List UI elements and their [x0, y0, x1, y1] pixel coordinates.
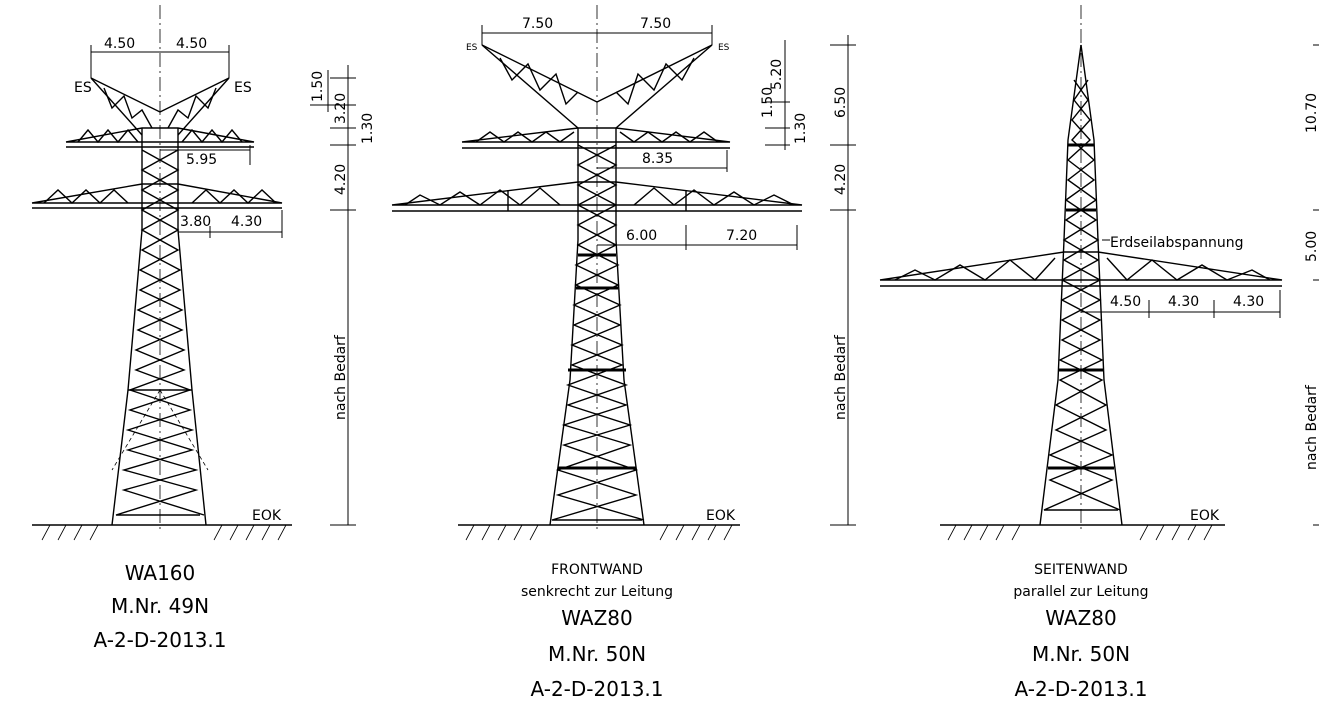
dim-arm-low-a: 6.00 [626, 228, 657, 244]
dim-arm-a: 4.50 [1110, 294, 1141, 310]
ground-label: EOK [706, 508, 736, 524]
caption-orientation: senkrecht zur Leitung [521, 584, 673, 600]
dim-v-d: 6.50 [833, 87, 849, 118]
ground-label: EOK [1190, 508, 1220, 524]
dim-v-main: nach Bedarf [333, 334, 349, 420]
peak-label-left: ES [74, 80, 92, 96]
caption-type: WAZ80 [561, 606, 633, 630]
caption-view: SEITENWAND [1034, 562, 1128, 578]
tower-wa160 [31, 5, 356, 541]
dim-v-a: 1.50 [760, 87, 776, 118]
dimensions-wa160 [90, 45, 283, 238]
dim-arm-mid: 5.95 [186, 152, 217, 168]
labels-waz80-front: ES ES 7.50 7.50 8.35 6.00 7.20 1.50 5.20… [466, 16, 849, 701]
dim-v-b: 3.20 [333, 93, 349, 124]
labels-wa160: ES ES 4.50 4.50 5.95 3.80 4.30 1.50 3.20… [74, 36, 376, 652]
caption-orientation: parallel zur Leitung [1013, 584, 1148, 600]
dimensions-waz80-front [481, 25, 798, 250]
dim-arm-c: 4.30 [1233, 294, 1264, 310]
caption-code: A-2-D-2013.1 [531, 677, 664, 701]
dim-v-mid: 5.00 [1304, 231, 1319, 262]
dim-arm-low-b: 7.20 [726, 228, 757, 244]
dim-arm-low-b: 4.30 [231, 214, 262, 230]
dim-v-c: 1.30 [360, 113, 376, 144]
tower-waz80-front [391, 5, 856, 541]
peak-label-left: ES [466, 43, 478, 53]
dim-v-main: nach Bedarf [833, 334, 849, 420]
caption-type: WAZ80 [1045, 606, 1117, 630]
tower-waz80-side [879, 5, 1319, 541]
labels-waz80-side: Erdseilabspannung 4.50 4.30 4.30 10.70 5… [1013, 93, 1319, 701]
dim-v-a: 1.50 [310, 71, 326, 102]
caption-number: M.Nr. 50N [1032, 642, 1130, 666]
dim-v-b: 5.20 [769, 59, 785, 90]
peak-label-right: ES [718, 43, 730, 53]
vertical-dims-waz80-side [1313, 44, 1319, 526]
peak-label-right: ES [234, 80, 252, 96]
caption-number: M.Nr. 50N [548, 642, 646, 666]
caption-number: M.Nr. 49N [111, 594, 209, 618]
dim-v-top: 10.70 [1304, 93, 1319, 133]
dim-v-e: 4.20 [833, 164, 849, 195]
caption-code: A-2-D-2013.1 [94, 628, 227, 652]
dim-v-d: 4.20 [333, 164, 349, 195]
ground-label: EOK [252, 508, 282, 524]
note-erdseilabspannung: Erdseilabspannung [1110, 235, 1244, 251]
caption-view: FRONTWAND [551, 562, 643, 578]
dim-arm-low-a: 3.80 [180, 214, 211, 230]
vertical-dims-wa160 [310, 65, 356, 526]
dim-arm-mid: 8.35 [642, 151, 673, 167]
vertical-dims-waz80-front [765, 35, 856, 526]
caption-code: A-2-D-2013.1 [1015, 677, 1148, 701]
dim-top-right: 7.50 [640, 16, 671, 32]
dimensions-waz80-side [1081, 239, 1281, 318]
dim-top-left: 7.50 [522, 16, 553, 32]
dim-top-left: 4.50 [104, 36, 135, 52]
dim-v-main: nach Bedarf [1304, 384, 1319, 470]
dim-v-c: 1.30 [793, 113, 809, 144]
caption-type: WA160 [125, 561, 196, 585]
dim-top-right: 4.50 [176, 36, 207, 52]
dim-arm-b: 4.30 [1168, 294, 1199, 310]
